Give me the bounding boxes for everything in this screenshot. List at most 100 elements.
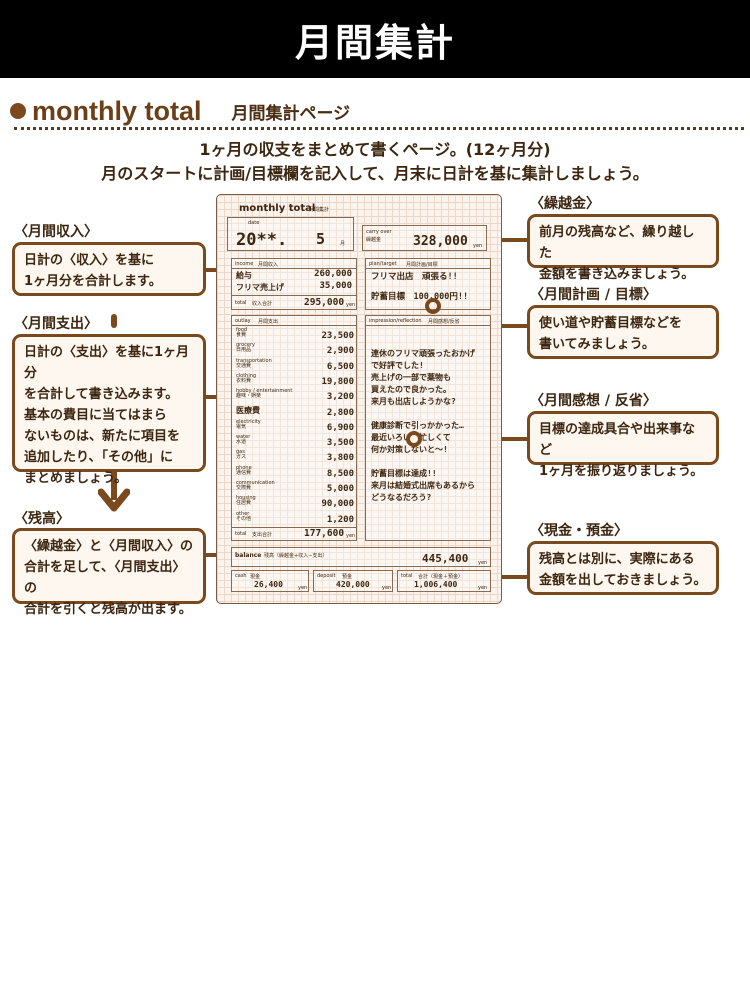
outlay-item-label: hobby / entertainment 趣味・娯楽 <box>236 388 293 400</box>
impression-line: 連休のフリマ頑張ったおかげ <box>371 349 475 358</box>
callout-balance-title: 〈残高〉 <box>14 511 70 527</box>
dotted-divider <box>14 127 744 130</box>
impression-line <box>371 408 475 420</box>
callout-income: 日計の〈収入〉を基に 1ヶ月分を合計します。 <box>12 242 206 296</box>
deposit-box: deposit 預金 420,000 yen <box>313 570 393 592</box>
outlay-item-label: other その他 <box>236 510 252 522</box>
outlay-item-value: 8,500 <box>326 468 354 479</box>
outlay-item-label: housing 住居費 <box>236 495 256 507</box>
impression-label-jp: 月間感想/反省 <box>428 319 460 325</box>
connector-cash <box>480 575 528 579</box>
impression-line: 来月は結婚式出席もあるから <box>371 481 475 490</box>
income-label: income <box>235 261 254 267</box>
outlay-label: outlay <box>235 318 251 324</box>
balance-value: 445,400 <box>422 552 469 565</box>
balance-label: balance <box>235 552 262 559</box>
down-arrow-icon <box>98 470 130 512</box>
cash-yen: yen <box>298 585 308 591</box>
deposit-label-jp: 預金 <box>342 574 353 580</box>
outlay-item-value: 3,200 <box>326 392 354 403</box>
date-box: date 20**. 5 月 <box>227 217 354 251</box>
impression-line: 貯蓄目標は達成!! <box>371 469 437 478</box>
income-item-value: 35,000 <box>319 281 352 291</box>
plan-label: plan/target <box>369 261 397 267</box>
total-value: 1,006,400 <box>414 580 458 589</box>
outlay-item-value: 6,500 <box>326 361 354 372</box>
pointer-ring-plan <box>425 298 441 314</box>
income-total-label-jp: 収入合計 <box>252 301 273 307</box>
bullet-icon <box>10 103 26 119</box>
outlay-total-label-jp: 支出合計 <box>252 532 273 538</box>
deposit-yen: yen <box>382 585 392 591</box>
impression-line: 買えたので良かった。 <box>371 385 451 394</box>
callout-impression: 目標の達成具合や出来事など 1ヶ月を振り返りましょう。 <box>527 411 719 479</box>
outlay-item-label: gas ガス <box>236 449 247 461</box>
balance-box: balance 残高（繰越金+収入−支出） 445,400 yen <box>231 547 491 567</box>
outlay-item-label: water 水道 <box>236 434 251 446</box>
outlay-item-value: 6,900 <box>326 422 354 433</box>
callout-plan-title: 〈月間計画 / 目標〉 <box>530 287 657 303</box>
sheet-header-en: monthly total <box>239 203 316 214</box>
impression-line: 何か対策しないと〜! <box>371 445 448 454</box>
impression-label: impression/reflection <box>369 318 422 324</box>
impression-box: impression/reflection 月間感想/反省 連休のフリマ頑張った… <box>365 315 491 541</box>
outlay-item-value: 1,200 <box>326 514 354 525</box>
outlay-item-label: clothing 衣料費 <box>236 372 257 384</box>
income-label-jp: 月間収入 <box>258 262 279 268</box>
impression-line: 最近いろいろ忙しくて <box>371 432 475 444</box>
pointer-ring-impression <box>406 431 422 447</box>
balance-yen: yen <box>478 560 488 566</box>
page-title: 月間集計 <box>294 20 455 65</box>
intro-line-2: 月のスタートに計画/目標欄を記入して、月末に日計を基に集計しましょう。 <box>101 164 649 183</box>
intro-line-1: 1ヶ月の収支をまとめて書くページ。(12ヶ月分) <box>199 140 551 159</box>
outlay-item: grocery 日用品 2,900 <box>236 343 354 358</box>
callout-cash-title: 〈現金・預金〉 <box>530 523 628 539</box>
ledger-sheet: monthly total 月間集計 date 20**. 5 月 carry … <box>216 194 502 604</box>
total-box: total 合計（現金＋預金） 1,006,400 yen <box>397 570 491 592</box>
date-month: 5 <box>316 230 326 248</box>
callout-balance: 〈繰越金〉と〈月間収入〉の 合計を足して、〈月間支出〉の 合計を引くと残高が出ま… <box>12 528 206 617</box>
outlay-total-value: 177,600 <box>304 528 345 539</box>
outlay-item-label: transportation 交通費 <box>236 357 272 369</box>
flow-bar <box>111 314 117 328</box>
callout-impression-title: 〈月間感想 / 反省〉 <box>530 393 657 409</box>
heading-jp: 月間集計ページ <box>231 103 351 124</box>
date-label: date <box>248 220 260 226</box>
outlay-item-value: 5,000 <box>326 484 354 494</box>
date-year: 20**. <box>236 230 288 250</box>
outlay-item-label: communication 交際費 <box>236 480 275 491</box>
outlay-total-label: total <box>235 531 247 537</box>
impression-line: で好評でした! <box>371 361 424 370</box>
plan-label-jp: 月間計画/目標 <box>406 262 438 268</box>
cash-value: 26,400 <box>254 580 283 589</box>
plan-line: 貯蓄目標 100,000円!! <box>371 292 469 302</box>
outlay-item-value: 2,800 <box>326 407 354 418</box>
income-item-label: フリマ売上げ <box>236 283 284 292</box>
callout-outlay-title: 〈月間支出〉 <box>14 316 98 332</box>
outlay-label-jp: 月間支出 <box>258 319 279 325</box>
impression-line <box>371 456 475 468</box>
plan-line: フリマ出店 頑張る!! <box>371 272 458 282</box>
carry-label: carry over <box>366 229 392 235</box>
outlay-item-value: 2,900 <box>326 346 354 357</box>
outlay-item-label: food 食費 <box>236 327 248 338</box>
sheet-header-jp: 月間集計 <box>309 207 330 213</box>
carry-value: 328,000 <box>413 234 468 249</box>
impression-line: 健康診断で引っかかった… <box>371 421 464 430</box>
outlay-item: transportation 交通費 6,500 <box>236 357 354 374</box>
cash-label-jp: 現金 <box>250 574 261 580</box>
outlay-item-label: grocery 日用品 <box>236 342 256 354</box>
callout-income-title: 〈月間収入〉 <box>14 224 98 240</box>
cash-box: cash 現金 26,400 yen <box>231 570 309 592</box>
deposit-value: 420,000 <box>336 580 370 589</box>
income-box: income 月間収入 給与 260,000 フリマ売上げ 35,000 tot… <box>231 258 357 310</box>
callout-cash: 残高とは別に、実際にある 金額を出しておきましょう。 <box>527 541 719 595</box>
carry-yen: yen <box>473 243 483 249</box>
total-label: total <box>401 573 413 579</box>
